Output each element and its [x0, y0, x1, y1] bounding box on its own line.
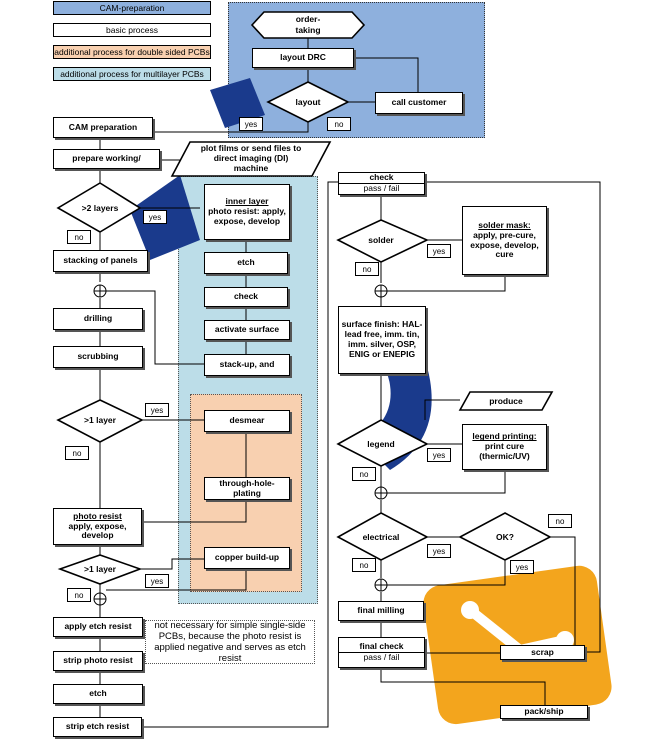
legend-basic: basic process: [53, 23, 211, 37]
label-yes: yes: [427, 544, 451, 558]
svg-text:taking: taking: [295, 25, 320, 35]
ok-diamond: [458, 512, 552, 561]
stack-up-box: stack-up, and: [204, 354, 290, 376]
plot-films-text: plot films or send files to direct imagi…: [200, 143, 302, 174]
check-top-box: check pass / fail: [338, 172, 425, 195]
watermark-blue-block-1: [210, 78, 265, 128]
label-no: no: [355, 262, 379, 276]
solder-mask-body: apply, pre-cure, expose, develop, cure: [470, 229, 539, 260]
copper-buildup-box: copper build-up: [204, 547, 290, 569]
label-no: no: [67, 230, 91, 244]
label-yes: yes: [239, 117, 263, 131]
photo-resist-body: apply, expose, develop: [68, 520, 127, 541]
gt1-layer2-diamond: [57, 554, 143, 585]
order-taking-text: order-: [296, 14, 321, 24]
gt1-layer-diamond: [56, 399, 144, 443]
surface-finish-box: surface finish: HAL-lead free, imm. tin,…: [338, 306, 426, 374]
legend-diamond: [336, 419, 429, 467]
stacking-panels-box: stacking of panels: [53, 250, 148, 272]
label-yes: yes: [510, 560, 534, 574]
legend-cam: CAM-preparation: [53, 1, 211, 15]
order-taking-hexagon: [250, 11, 366, 39]
strip-photo-resist-box: strip photo resist: [53, 651, 143, 671]
label-no: no: [67, 588, 91, 602]
shapes: order- taking layout >2 layers >1 layer …: [56, 11, 554, 585]
layout-drc-box: layout DRC: [252, 48, 354, 68]
produce-text: produce: [489, 396, 523, 406]
label-yes: yes: [427, 244, 451, 258]
activate-surface-box: activate surface: [204, 320, 290, 340]
legend-printing-title: legend printing:: [472, 431, 537, 442]
photo-resist-title: photo resist: [73, 510, 122, 521]
label-no: no: [352, 558, 376, 572]
merge-circles: [93, 284, 388, 606]
produce-parallelogram: [458, 391, 554, 411]
electrical-text: electrical: [363, 532, 400, 542]
photo-resist-box: photo resist apply, expose, develop: [53, 508, 142, 545]
label-yes: yes: [427, 448, 451, 462]
layout-text: layout: [295, 97, 320, 107]
gt1-layer-text: >1 layer: [84, 415, 117, 425]
apply-etch-resist-box: apply etch resist: [53, 617, 143, 637]
solder-text: solder: [368, 235, 394, 245]
label-no: no: [65, 446, 89, 460]
prepare-working-box: prepare working/: [53, 149, 160, 169]
final-check-box: final check pass / fail: [338, 637, 425, 668]
strip-etch-resist-box: strip etch resist: [53, 717, 142, 737]
label-yes: yes: [145, 403, 169, 417]
solder-diamond: [336, 219, 429, 263]
check-top-pass-fail: pass / fail: [339, 183, 424, 194]
legend-multilayer: additional process for multilayer PCBs: [53, 67, 211, 81]
legend-node-text: legend: [367, 439, 394, 449]
etch-main-box: etch: [53, 684, 143, 704]
plot-films-parallelogram: [170, 141, 332, 177]
gt2-layers-text: >2 layers: [82, 203, 119, 213]
check-top-title: check: [369, 172, 394, 183]
pack-ship-box: pack/ship: [500, 705, 588, 719]
electrical-diamond: [336, 512, 429, 561]
ok-text: OK?: [496, 532, 514, 542]
scrubbing-box: scrubbing: [53, 346, 143, 368]
inner-layer-body: photo resist: apply, expose, develop: [208, 206, 286, 226]
label-yes: yes: [145, 574, 169, 588]
desmear-box: desmear: [204, 410, 290, 432]
label-no: no: [548, 514, 572, 528]
solder-mask-box: solder mask: apply, pre-cure, expose, de…: [462, 206, 547, 275]
check-inner-box: check: [204, 287, 288, 307]
legend-double-sided: additional process for double sided PCBs: [53, 45, 211, 59]
final-milling-box: final milling: [338, 601, 424, 621]
label-no: no: [327, 117, 351, 131]
solder-mask-title: solder mask:: [478, 219, 531, 230]
label-no: no: [352, 467, 376, 481]
legend-printing-box: legend printing: print cure (thermic/UV): [462, 424, 547, 470]
final-check-pass-fail: pass / fail: [339, 652, 424, 663]
inner-layer-box: inner layer photo resist: apply, expose,…: [204, 184, 290, 240]
etch-inner-box: etch: [204, 252, 288, 274]
final-check-title: final check: [359, 641, 404, 652]
gt2-layers-diamond: [56, 182, 142, 233]
drilling-box: drilling: [53, 308, 143, 330]
scrap-box: scrap: [500, 645, 585, 660]
note-text: not necessary for simple single-side PCB…: [145, 620, 315, 664]
legend-printing-body: print cure (thermic/UV): [479, 441, 530, 461]
through-hole-plating-box: through-hole-plating: [204, 477, 290, 500]
cam-preparation-box: CAM preparation: [53, 117, 153, 138]
layout-diamond: [266, 81, 350, 123]
gt1-layer2-text: >1 layer: [84, 564, 117, 574]
call-customer-box: call customer: [375, 92, 463, 114]
inner-layer-title: inner layer: [225, 196, 269, 207]
label-yes: yes: [143, 210, 167, 224]
